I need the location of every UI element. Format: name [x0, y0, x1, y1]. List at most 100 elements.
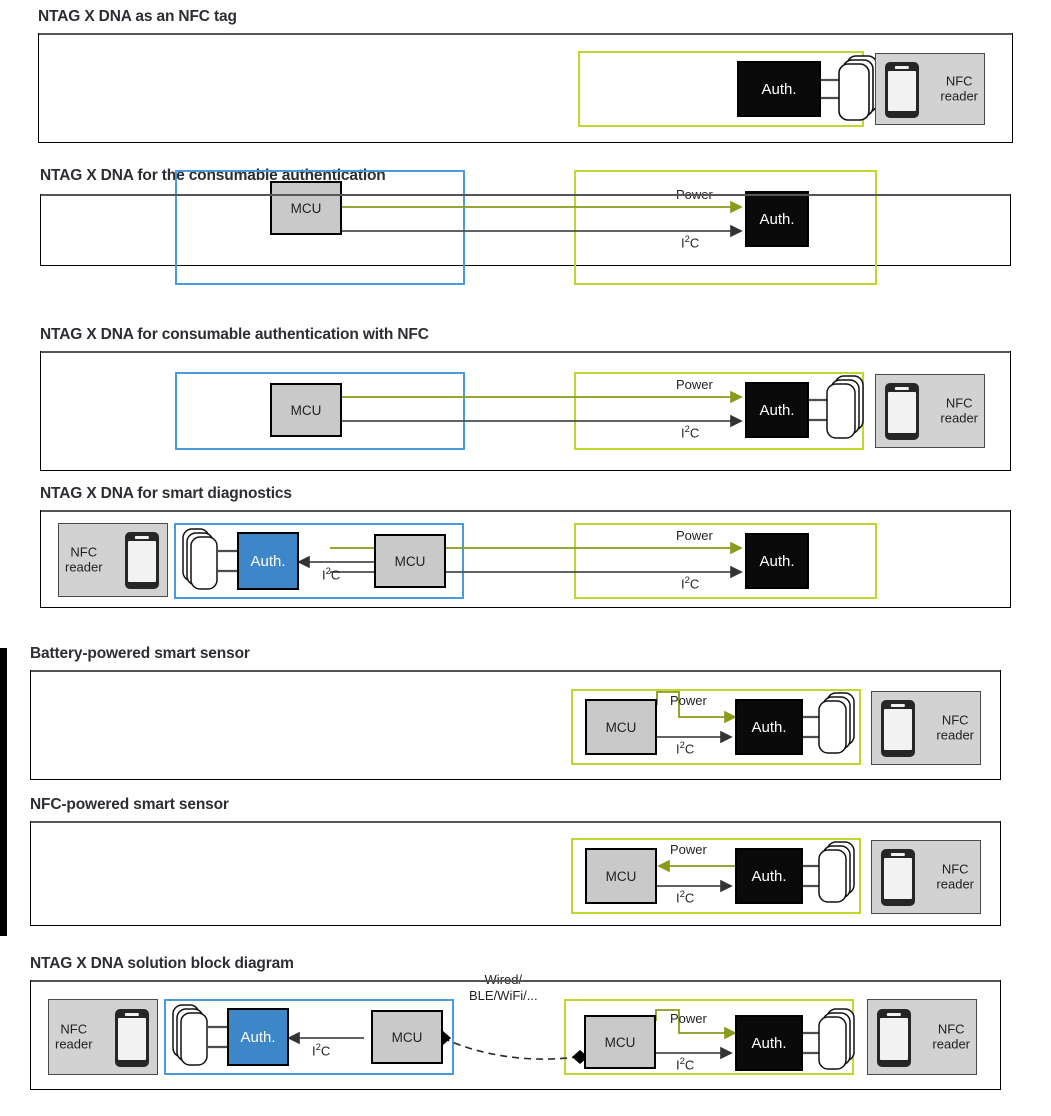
- nfc-reader: NFC reader: [871, 840, 981, 914]
- page-edge-artifact: [0, 648, 7, 936]
- i2c-post: C: [684, 890, 695, 906]
- phone-icon: [125, 532, 159, 589]
- i2c-sup: 2: [325, 566, 331, 577]
- section-battery-powered-sensor: Battery-powered smart sensor MCU Power: [30, 645, 1001, 790]
- phone-speaker: [890, 852, 906, 856]
- nfc-reader-label: NFC reader: [932, 1022, 970, 1053]
- i2c-sup: 2: [684, 424, 690, 435]
- nfc-reader-line2: reader: [936, 877, 974, 892]
- mcu-label: MCU: [290, 402, 322, 418]
- auth-block: Auth.: [745, 533, 809, 589]
- i2c-pre: I: [676, 1057, 680, 1073]
- phone-screen: [884, 709, 912, 750]
- green-frame: [574, 170, 877, 285]
- power-label: Power: [676, 187, 713, 202]
- mcu-label: MCU: [290, 200, 322, 216]
- section-nfc-tag: NTAG X DNA as an NFC tag Auth. NFC reade…: [38, 8, 1013, 148]
- auth-block: Auth.: [735, 1015, 803, 1071]
- nfc-reader-line2: reader: [55, 1037, 93, 1052]
- phone-screen: [880, 1018, 908, 1060]
- section-panel: NFC reader: [40, 510, 1011, 608]
- nfc-reader-line1: NFC: [70, 544, 98, 560]
- power-label: Power: [676, 528, 713, 543]
- power-text: Power: [670, 842, 707, 857]
- i2c-label: I2C: [681, 234, 699, 250]
- i2c-label: I2C: [676, 889, 694, 905]
- nfc-reader-line2: reader: [940, 89, 978, 104]
- power-label: Power: [670, 693, 707, 708]
- i2c-pre: I: [676, 741, 680, 757]
- phone-icon: [877, 1009, 911, 1067]
- phone-speaker: [894, 386, 910, 390]
- section-panel: MCU Power I2C Auth. NFC reader: [30, 821, 1001, 926]
- phone-speaker: [134, 535, 150, 539]
- i2c-post: C: [684, 741, 695, 757]
- power-text: Power: [676, 377, 713, 392]
- mcu-label: MCU: [605, 719, 637, 735]
- i2c-label-blue: I2C: [322, 566, 340, 582]
- i2c-post: C: [689, 425, 700, 441]
- auth-label: Auth.: [751, 867, 787, 885]
- auth-block: Auth.: [745, 382, 809, 438]
- mcu-label: MCU: [394, 553, 426, 569]
- section-panel: MCU Power I2C Auth. NFC reader: [30, 670, 1001, 780]
- section-title: NTAG X DNA solution block diagram: [30, 955, 294, 972]
- mcu-block: MCU: [585, 699, 657, 755]
- green-frame: [574, 523, 877, 599]
- phone-speaker: [124, 1012, 140, 1016]
- nfc-reader-line2: reader: [932, 1037, 970, 1052]
- antenna-wires: [821, 55, 878, 121]
- section-title: NFC-powered smart sensor: [30, 796, 229, 813]
- section-title: Battery-powered smart sensor: [30, 645, 250, 662]
- i2c-sup: 2: [315, 1042, 321, 1053]
- power-text: Power: [676, 187, 713, 202]
- nfc-reader-label: NFC reader: [55, 1022, 93, 1053]
- diagnostics-wires: [182, 528, 743, 590]
- nfc-reader-left: NFC reader: [48, 999, 158, 1075]
- i2c-sup: 2: [684, 234, 690, 245]
- section-nfc-powered-sensor: NFC-powered smart sensor MCU Power: [30, 796, 1001, 941]
- phone-screen: [888, 71, 916, 111]
- nfc-reader: NFC reader: [875, 53, 985, 125]
- i2c-pre: I: [681, 425, 685, 441]
- solution-wires: [172, 1004, 855, 1070]
- nfc-reader-line2: reader: [65, 560, 103, 575]
- blue-frame: [175, 372, 465, 450]
- i2c-pre: I: [312, 1043, 316, 1059]
- section-smart-diagnostics: NTAG X DNA for smart diagnostics NFC rea…: [40, 485, 1011, 630]
- nfc-reader-line1: NFC: [945, 395, 973, 411]
- auth-block-blue: Auth.: [227, 1008, 289, 1066]
- nfc-reader: NFC reader: [871, 691, 981, 765]
- i2c-sup: 2: [679, 740, 685, 751]
- auth-label: Auth.: [240, 1028, 276, 1046]
- nfc-reader-line1: NFC: [941, 712, 969, 728]
- nfc-reader-line1: NFC: [945, 73, 973, 89]
- i2c-sup: 2: [679, 1056, 685, 1067]
- i2c-post: C: [689, 235, 700, 251]
- phone-icon: [881, 849, 915, 906]
- i2c-post: C: [689, 576, 700, 592]
- mcu-block: MCU: [585, 848, 657, 904]
- section-panel: MCU Power I2C Auth. NFC reader: [40, 351, 1011, 471]
- power-text: Power: [676, 528, 713, 543]
- power-label: Power: [670, 842, 707, 857]
- i2c-pre: I: [676, 890, 680, 906]
- phone-screen: [884, 858, 912, 899]
- section-panel: Auth. NFC reader: [38, 33, 1013, 143]
- section-title: NTAG X DNA as an NFC tag: [38, 8, 237, 25]
- mcu-label: MCU: [391, 1029, 423, 1045]
- nfc-reader-label: NFC reader: [940, 396, 978, 427]
- power-text: Power: [670, 693, 707, 708]
- nfc-reader-label: NFC reader: [940, 74, 978, 105]
- phone-screen: [118, 1018, 146, 1060]
- phone-screen: [888, 392, 916, 433]
- i2c-pre: I: [681, 576, 685, 592]
- blue-frame: [175, 170, 465, 285]
- mcu-label: MCU: [605, 868, 637, 884]
- phone-icon: [881, 700, 915, 757]
- power-text: Power: [670, 1011, 707, 1026]
- nfc-reader-label: NFC reader: [936, 862, 974, 893]
- nfc-reader-line1: NFC: [60, 1021, 88, 1037]
- auth-label: Auth.: [751, 718, 787, 736]
- blue-frame: [164, 999, 454, 1075]
